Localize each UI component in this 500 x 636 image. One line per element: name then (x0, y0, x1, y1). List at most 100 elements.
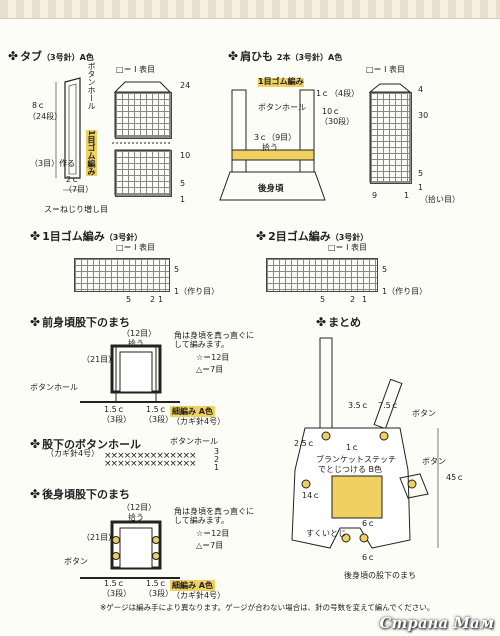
rib1-st2: 2 (150, 295, 156, 304)
back-button: ボタン (64, 557, 88, 566)
front-rib: 細編み A色 (170, 406, 215, 417)
summary-crotch: 後身頃の股下のまち (344, 571, 416, 580)
tab-chart-bottom (115, 150, 172, 197)
summary-button1: ボタン (412, 409, 436, 418)
clover-icon: ✤ (8, 49, 19, 63)
front-note: 角は身頃を真っ直ぐに して編みます。 (174, 331, 254, 349)
tab-section-title: ✤タブ（3号針）A色 (8, 49, 94, 63)
clover-icon: ✤ (30, 437, 41, 451)
tab-row1: 1 (180, 195, 186, 204)
clover-icon: ✤ (30, 487, 41, 501)
front-buttonhole: ボタンホール (30, 383, 78, 392)
back-c15b: 1.5ｃ (146, 579, 167, 588)
strap-back-label: 後身頃 (258, 184, 284, 194)
summary-c6b: 6ｃ (362, 553, 376, 562)
tab-rib-label: 1目ゴム編み (86, 130, 97, 176)
rib1-legend: □＝ Ⅰ 表目 (116, 243, 156, 252)
rib2-st1: 1 (362, 295, 368, 304)
strap-c1-rows: （4段） (330, 89, 360, 98)
rib2-st2: 2 (350, 295, 356, 304)
strap-pickup-sts: （拾い目） (420, 195, 460, 204)
rib2-section-title: ✤2目ゴム編み（3号針） (256, 229, 369, 243)
bh-r3: 3 (214, 447, 220, 456)
front-rows3b: （3段） (144, 415, 174, 424)
front-c15b: 1.5ｃ (146, 405, 167, 414)
bh-hook: （カギ針4号） (46, 449, 100, 458)
tab-width-sts: （7目） (64, 185, 94, 194)
front-tri7: △＝7目 (196, 365, 224, 374)
footnote: ※ゲージは編み手により異なります。ゲージが合わない場合は、針の号数を変えて編んで… (100, 603, 435, 612)
strap-c10-rows: （30段） (320, 117, 355, 126)
front-pickup: 拾う (128, 339, 144, 348)
back-rib: 細編み A色 (170, 580, 215, 591)
rib1-st5: 5 (126, 295, 132, 304)
strap-c1: 1ｃ (316, 89, 330, 98)
summary-button2: ボタン (422, 457, 446, 466)
clover-icon: ✤ (30, 229, 41, 243)
strap-c10: 10ｃ (322, 107, 341, 116)
back-c15a: 1.5ｃ (104, 579, 125, 588)
tab-twist-note: ス＝ねじり増し目 (44, 205, 108, 214)
strap-legend: □＝ Ⅰ 表目 (366, 65, 406, 74)
front-star12: ☆＝12目 (196, 353, 230, 362)
front-section-title: ✤前身頃股下のまち (30, 315, 131, 329)
rib1-st1: 1 (158, 295, 164, 304)
bh-section-title: ✤股下のボタンホール (30, 437, 142, 451)
rib1-section-title: ✤1目ゴム編み（3号針） (30, 229, 143, 243)
clover-icon: ✤ (316, 315, 327, 329)
summary-c25: 2.5ｃ (294, 439, 315, 448)
strap-row4: 4 (418, 85, 424, 94)
summary-section-title: ✤まとめ (316, 315, 362, 329)
clover-icon: ✤ (228, 49, 239, 63)
back-rows3b: （3段） (144, 589, 174, 598)
tab-make3: （3目）作る (30, 159, 76, 168)
strap-row30: 30 (418, 111, 429, 120)
tab-row24: 24 (180, 81, 191, 90)
summary-seam: すくいとじ (306, 529, 346, 538)
rib2-row5: 5 (382, 265, 388, 274)
rib2-st5: 5 (320, 295, 326, 304)
back-hook: （カギ針4号） (172, 591, 226, 600)
rib1-row1: 1（作り目） (174, 287, 220, 296)
strap-pickup: 拾う (262, 143, 278, 152)
summary-c6a: 6ｃ (362, 519, 376, 528)
tab-row5: 5 (180, 179, 186, 188)
back-rows3a: （3段） (102, 589, 132, 598)
summary-c45: 45ｃ (446, 473, 465, 482)
rib2-chart (266, 258, 378, 292)
summary-colorB: でとじつける B色 (318, 465, 383, 474)
bh-r2: 2 (214, 455, 220, 464)
front-rows3a: （3段） (102, 415, 132, 424)
rib2-row1: 1（作り目） (382, 287, 428, 296)
front-sts12: （12目） (122, 329, 157, 338)
tab-chart-top (115, 92, 172, 139)
tab-length: 8ｃ (32, 101, 46, 110)
strap-row5: 5 (418, 169, 424, 178)
front-c15a: 1.5ｃ (104, 405, 125, 414)
clover-icon: ✤ (256, 229, 267, 243)
front-sts21: （21目） (82, 355, 117, 364)
summary-c75: 7.5ｃ (378, 401, 399, 410)
rib1-chart (74, 258, 170, 292)
back-sts12: （12目） (122, 503, 157, 512)
rib1-row5: 5 (174, 265, 180, 274)
tab-width: 2ｃ (66, 175, 80, 184)
front-hook: （カギ針4号） (172, 417, 226, 426)
rib2-legend: □＝ Ⅰ 表目 (328, 243, 368, 252)
strap-row1: 1 (418, 183, 424, 192)
site-logo: Страна Мам (379, 614, 494, 632)
strap-buttonhole: ボタンホール (258, 103, 306, 112)
strap-chart (370, 92, 412, 184)
bh-label: ボタンホール (170, 437, 218, 446)
summary-c1: 1ｃ (346, 443, 360, 452)
tab-row10: 10 (180, 151, 191, 160)
back-star12: ☆＝12目 (196, 529, 230, 538)
summary-c14: 14ｃ (302, 491, 321, 500)
strap-c3: 3ｃ（9目） (254, 133, 297, 142)
bh-chart: ×××××××××××××××××××××××××××× (104, 452, 197, 468)
summary-blanket: ブランケットステッチ (316, 455, 396, 464)
clover-icon: ✤ (30, 315, 41, 329)
